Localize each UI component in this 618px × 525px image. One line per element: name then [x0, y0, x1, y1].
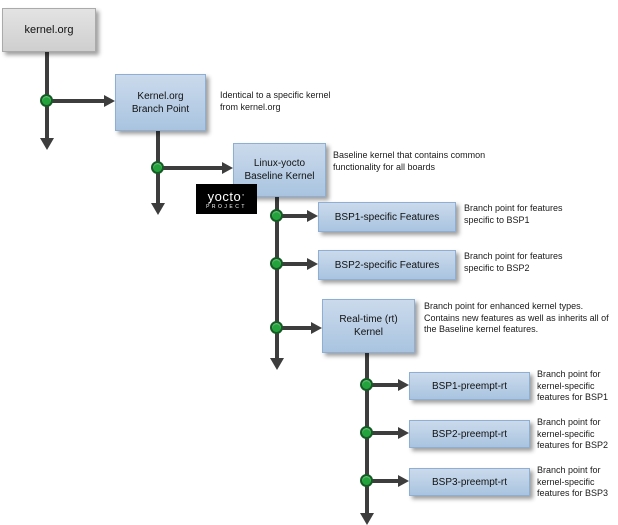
branch-point-dot-bsp1-preempt [360, 378, 373, 391]
branch-point-dot-branch-point [151, 161, 164, 174]
branch-arrowhead-linux-yocto [222, 162, 233, 174]
branch-line-bsp2-features [277, 262, 308, 266]
branch-arrowhead-bsp1-preempt [398, 379, 409, 391]
branch-point-dot-bsp2-preempt [360, 426, 373, 439]
branch-line-bsp3-preempt [367, 479, 399, 483]
trunk-arrowhead-kernelorg [40, 138, 54, 150]
branch-line-rt-kernel [277, 326, 312, 330]
yocto-project-logo: yocto· PROJECT [196, 184, 257, 214]
branch-point-dot-kernelorg [40, 94, 53, 107]
node-real-time-rt-kernel: Real-time (rt) Kernel [322, 299, 415, 353]
branch-arrowhead-bsp2-features [307, 258, 318, 270]
node-bsp1-specific-features: BSP1-specific Features [318, 202, 456, 232]
annotation-bsp1-preempt-rt: Branch point for kernel-specific feature… [537, 369, 609, 403]
branch-arrowhead-bsp2-preempt [398, 427, 409, 439]
node-kernelorg-branch-point: Kernel.org Branch Point [115, 74, 206, 131]
branch-line-bsp1-features [277, 214, 308, 218]
branch-arrowhead-rt-kernel [311, 322, 322, 334]
trunk-line-linux-yocto [275, 195, 279, 358]
annotation-bsp1-features: Branch point for features specific to BS… [464, 203, 563, 225]
branch-point-dot-bsp1-features [270, 209, 283, 222]
yocto-logo-dot: · [241, 188, 246, 201]
annotation-rt-kernel: Branch point for enhanced kernel types. … [424, 301, 609, 335]
node-kernelorg: kernel.org [2, 8, 96, 52]
branch-point-dot-rt-kernel [270, 321, 283, 334]
trunk-arrowhead-branch-point [151, 203, 165, 215]
node-bsp2-preempt-rt: BSP2-preempt-rt [409, 420, 530, 448]
branch-line-linux-yocto [158, 166, 223, 170]
annotation-baseline-kernel: Baseline kernel that contains common fun… [333, 150, 486, 172]
annotation-bsp2-features: Branch point for features specific to BS… [464, 251, 563, 273]
trunk-arrowhead-rt-kernel [360, 513, 374, 525]
yocto-logo-wordmark: yocto· [207, 188, 246, 204]
branch-point-dot-bsp2-features [270, 257, 283, 270]
yocto-logo-project-text: PROJECT [206, 203, 247, 210]
branch-line-bsp1-preempt [367, 383, 399, 387]
node-bsp2-specific-features: BSP2-specific Features [318, 250, 456, 280]
branch-line-branch-point [47, 99, 105, 103]
annotation-bsp3-preempt-rt: Branch point for kernel-specific feature… [537, 465, 609, 499]
branch-line-bsp2-preempt [367, 431, 399, 435]
branch-point-dot-bsp3-preempt [360, 474, 373, 487]
node-bsp3-preempt-rt: BSP3-preempt-rt [409, 468, 530, 496]
branch-arrowhead-branch-point [104, 95, 115, 107]
annotation-bsp2-preempt-rt: Branch point for kernel-specific feature… [537, 417, 609, 451]
trunk-arrowhead-linux-yocto [270, 358, 284, 370]
annotation-branch-point: Identical to a specific kernel from kern… [220, 90, 331, 112]
branch-arrowhead-bsp3-preempt [398, 475, 409, 487]
branch-arrowhead-bsp1-features [307, 210, 318, 222]
node-bsp1-preempt-rt: BSP1-preempt-rt [409, 372, 530, 400]
